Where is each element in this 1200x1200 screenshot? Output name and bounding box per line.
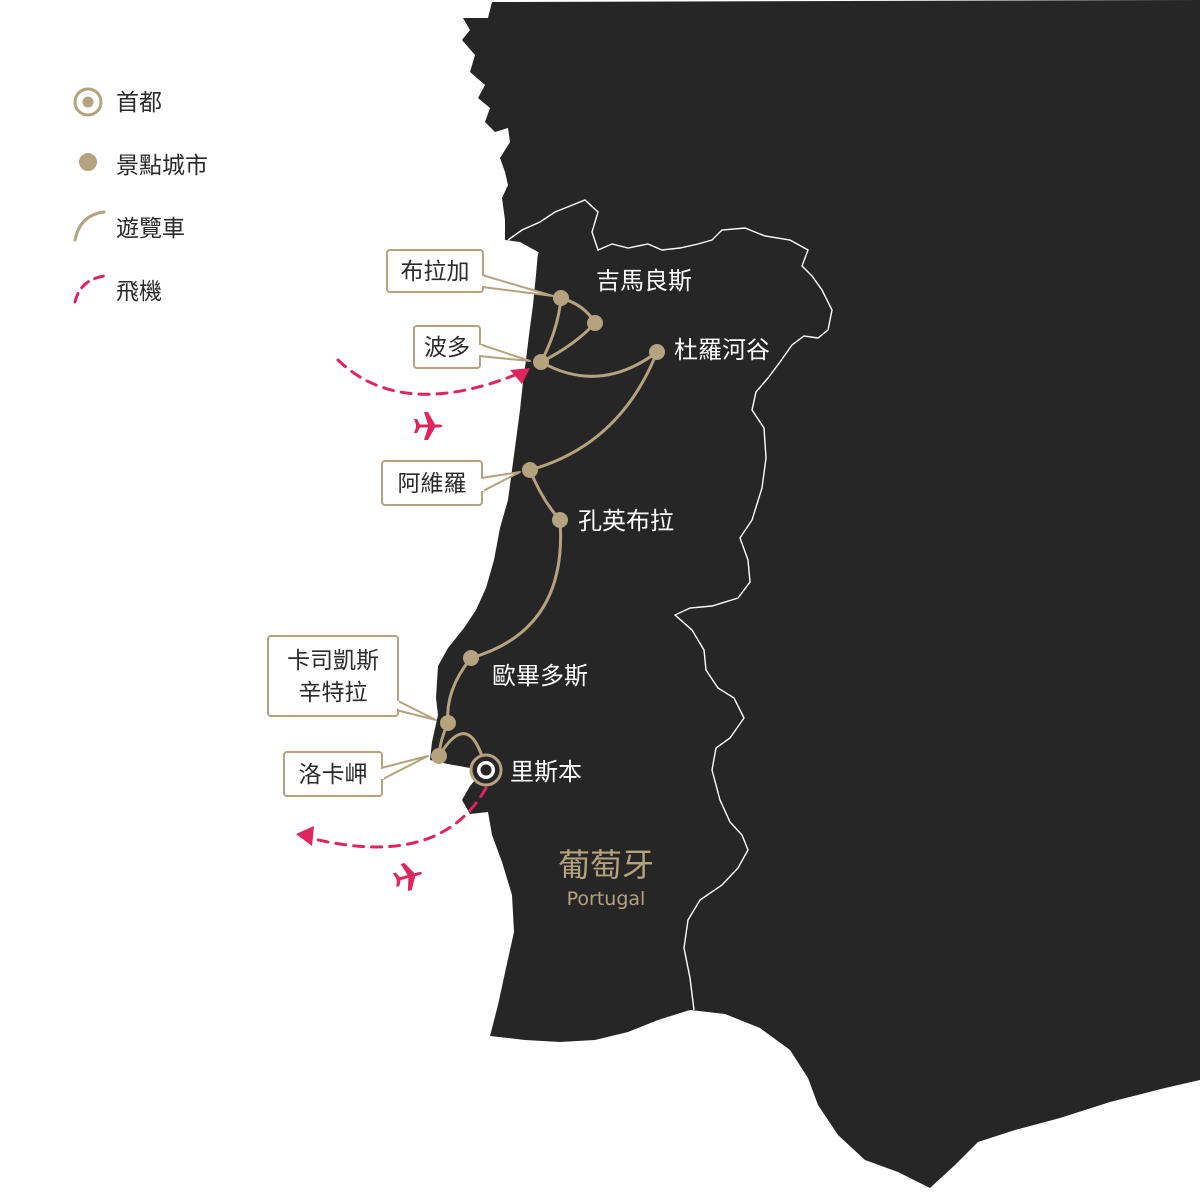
legend-capital-icon [73,87,103,117]
city-label-douro: 杜羅河谷 [674,336,770,364]
city-dot-cascais[interactable] [440,715,456,731]
pointer-cascais [395,699,437,721]
pointer-braga [481,274,554,297]
city-label-braga: 布拉加 [401,259,470,285]
city-dot-aveiro[interactable] [522,462,538,478]
city-dot-obidos[interactable] [463,650,479,666]
city-dot-roca[interactable] [431,748,447,764]
country-borders [507,199,833,1011]
callout-boxes [267,249,484,797]
country-name: 葡萄牙 [558,846,654,884]
legend: 首都 景點城市 遊覽車 飛機 [73,87,208,305]
callout-pointers [380,274,554,781]
legend-city-icon [79,153,97,171]
pointer-porto [478,343,531,362]
legend-bus-label: 遊覽車 [116,216,185,242]
arrow-head-icon [510,368,530,384]
city-label-cascais: 卡司凱斯 [287,648,379,674]
country-name-en: Portugal [567,888,646,910]
legend-plane-icon [73,274,106,304]
legend-capital-label: 首都 [116,90,162,116]
capital-marker-lisbon[interactable] [469,753,503,787]
airplane-icon [392,862,423,892]
route-porto-douro [539,350,659,378]
city-dot-guimaraes[interactable] [587,315,603,331]
callout-box-braga[interactable] [386,249,484,293]
city-label-guimaraes: 吉馬良斯 [596,267,692,295]
city-label-aveiro: 阿維羅 [398,471,467,497]
city-markers [431,290,665,764]
airplane-icon [414,412,443,440]
flight-departure [308,786,488,849]
city-label-porto: 波多 [424,335,470,361]
flight-arrival [336,358,517,396]
route-coimbra-obidos [469,518,563,660]
legend-bus-icon [73,210,106,242]
city-label-lisbon: 里斯本 [510,758,582,786]
border-spain-galicia [507,199,833,1011]
route-douro-aveiro [528,350,659,472]
pointer-roca [380,755,429,781]
city-label-coimbra: 孔英布拉 [578,507,674,535]
city-dot-porto[interactable] [533,354,549,370]
city-dot-coimbra[interactable] [552,512,568,528]
arrow-head-icon [296,826,314,846]
legend-plane-label: 飛機 [116,279,162,305]
legend-city-label: 景點城市 [116,153,208,179]
pointer-aveiro [480,471,521,493]
city-dot-braga[interactable] [553,290,569,306]
iberia-landmass [430,0,1200,1188]
border-north-coast [534,251,539,263]
city-dot-douro[interactable] [649,344,665,360]
city-label-obidos: 歐畢多斯 [492,662,588,690]
city-label-roca: 洛卡岬 [299,762,368,788]
city-label-sintra: 辛特拉 [299,680,368,706]
callout-box-cascais[interactable] [267,635,399,717]
plane-routes [308,358,517,849]
